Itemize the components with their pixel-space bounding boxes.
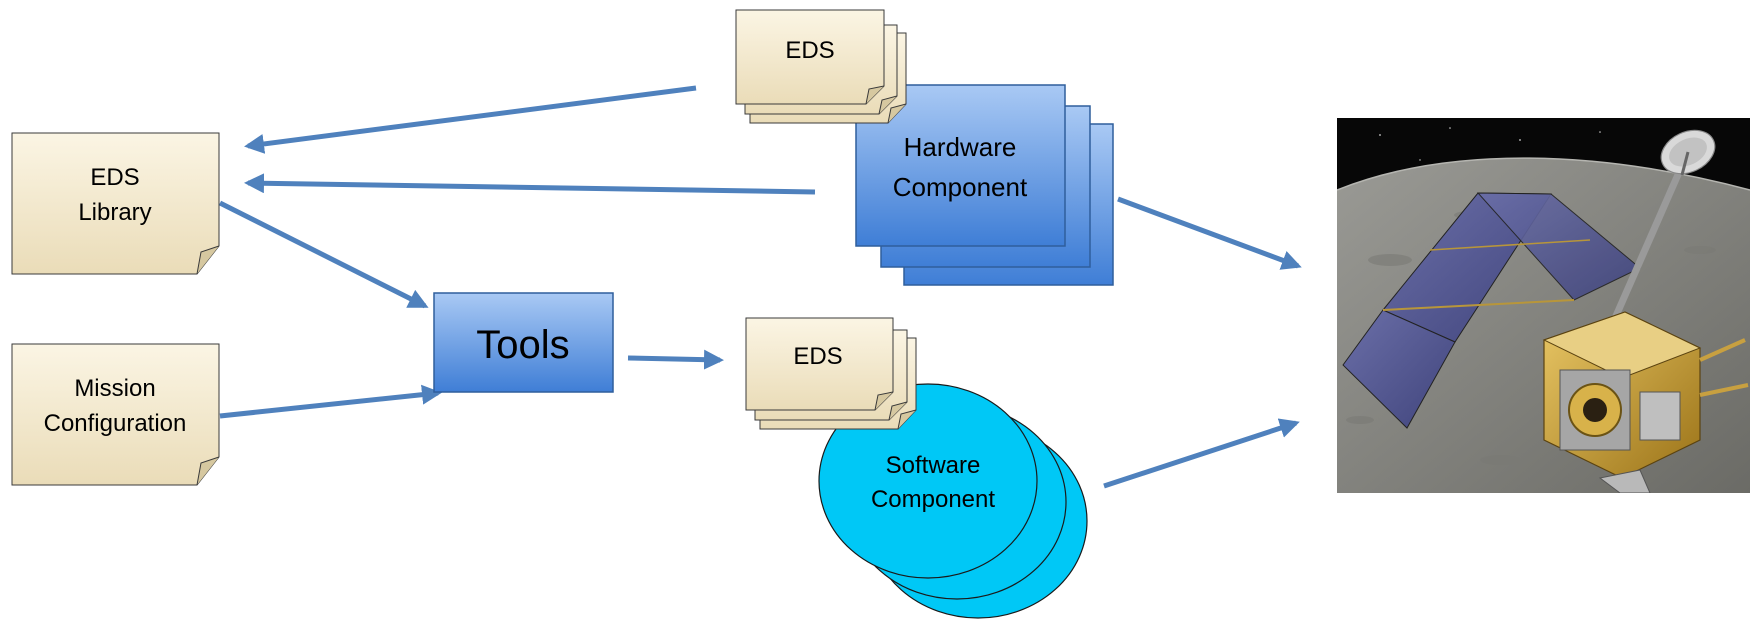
eds-library-note: EDS Library xyxy=(11,132,220,275)
mission-configuration-label-line2: Configuration xyxy=(44,410,187,437)
eds-top-label: EDS xyxy=(785,37,834,64)
arrow-hardware-to-library xyxy=(244,173,816,195)
arrows xyxy=(218,85,1302,489)
antenna-boom xyxy=(1608,168,1684,327)
hardware-component-label-line2: Component xyxy=(893,172,1028,202)
arrow-tools-to-eds xyxy=(627,349,724,370)
arrow-software-to-spacecraft xyxy=(1103,418,1300,489)
hardware-component-label-line1: Hardware xyxy=(904,132,1017,162)
eds-middle-stack: EDS xyxy=(745,317,917,430)
arrow-mission-to-tools xyxy=(219,384,442,419)
arrow-hardware-to-spacecraft xyxy=(1117,196,1302,270)
antenna-dish xyxy=(1660,129,1716,176)
software-component-label-line2: Component xyxy=(871,486,995,513)
spacecraft-body xyxy=(1542,311,1749,493)
eds-top-stack: EDS xyxy=(735,9,907,124)
tools-box: Tools xyxy=(433,292,614,393)
mission-configuration-label-line1: Mission xyxy=(74,375,155,402)
eds-middle-label: EDS xyxy=(793,343,842,370)
spacecraft-image xyxy=(1337,118,1750,493)
eds-library-label-line1: EDS xyxy=(90,164,139,191)
mission-configuration-note: Mission Configuration xyxy=(11,343,220,486)
arrow-eds-to-library xyxy=(244,85,697,154)
arrow-library-to-tools xyxy=(218,200,429,309)
hardware-component-stack: Hardware Component xyxy=(855,84,1114,286)
software-component-stack: Software Component xyxy=(818,383,1088,619)
eds-library-label-line2: Library xyxy=(78,199,151,226)
tools-label: Tools xyxy=(476,323,569,367)
software-component-label-line1: Software xyxy=(886,452,981,479)
